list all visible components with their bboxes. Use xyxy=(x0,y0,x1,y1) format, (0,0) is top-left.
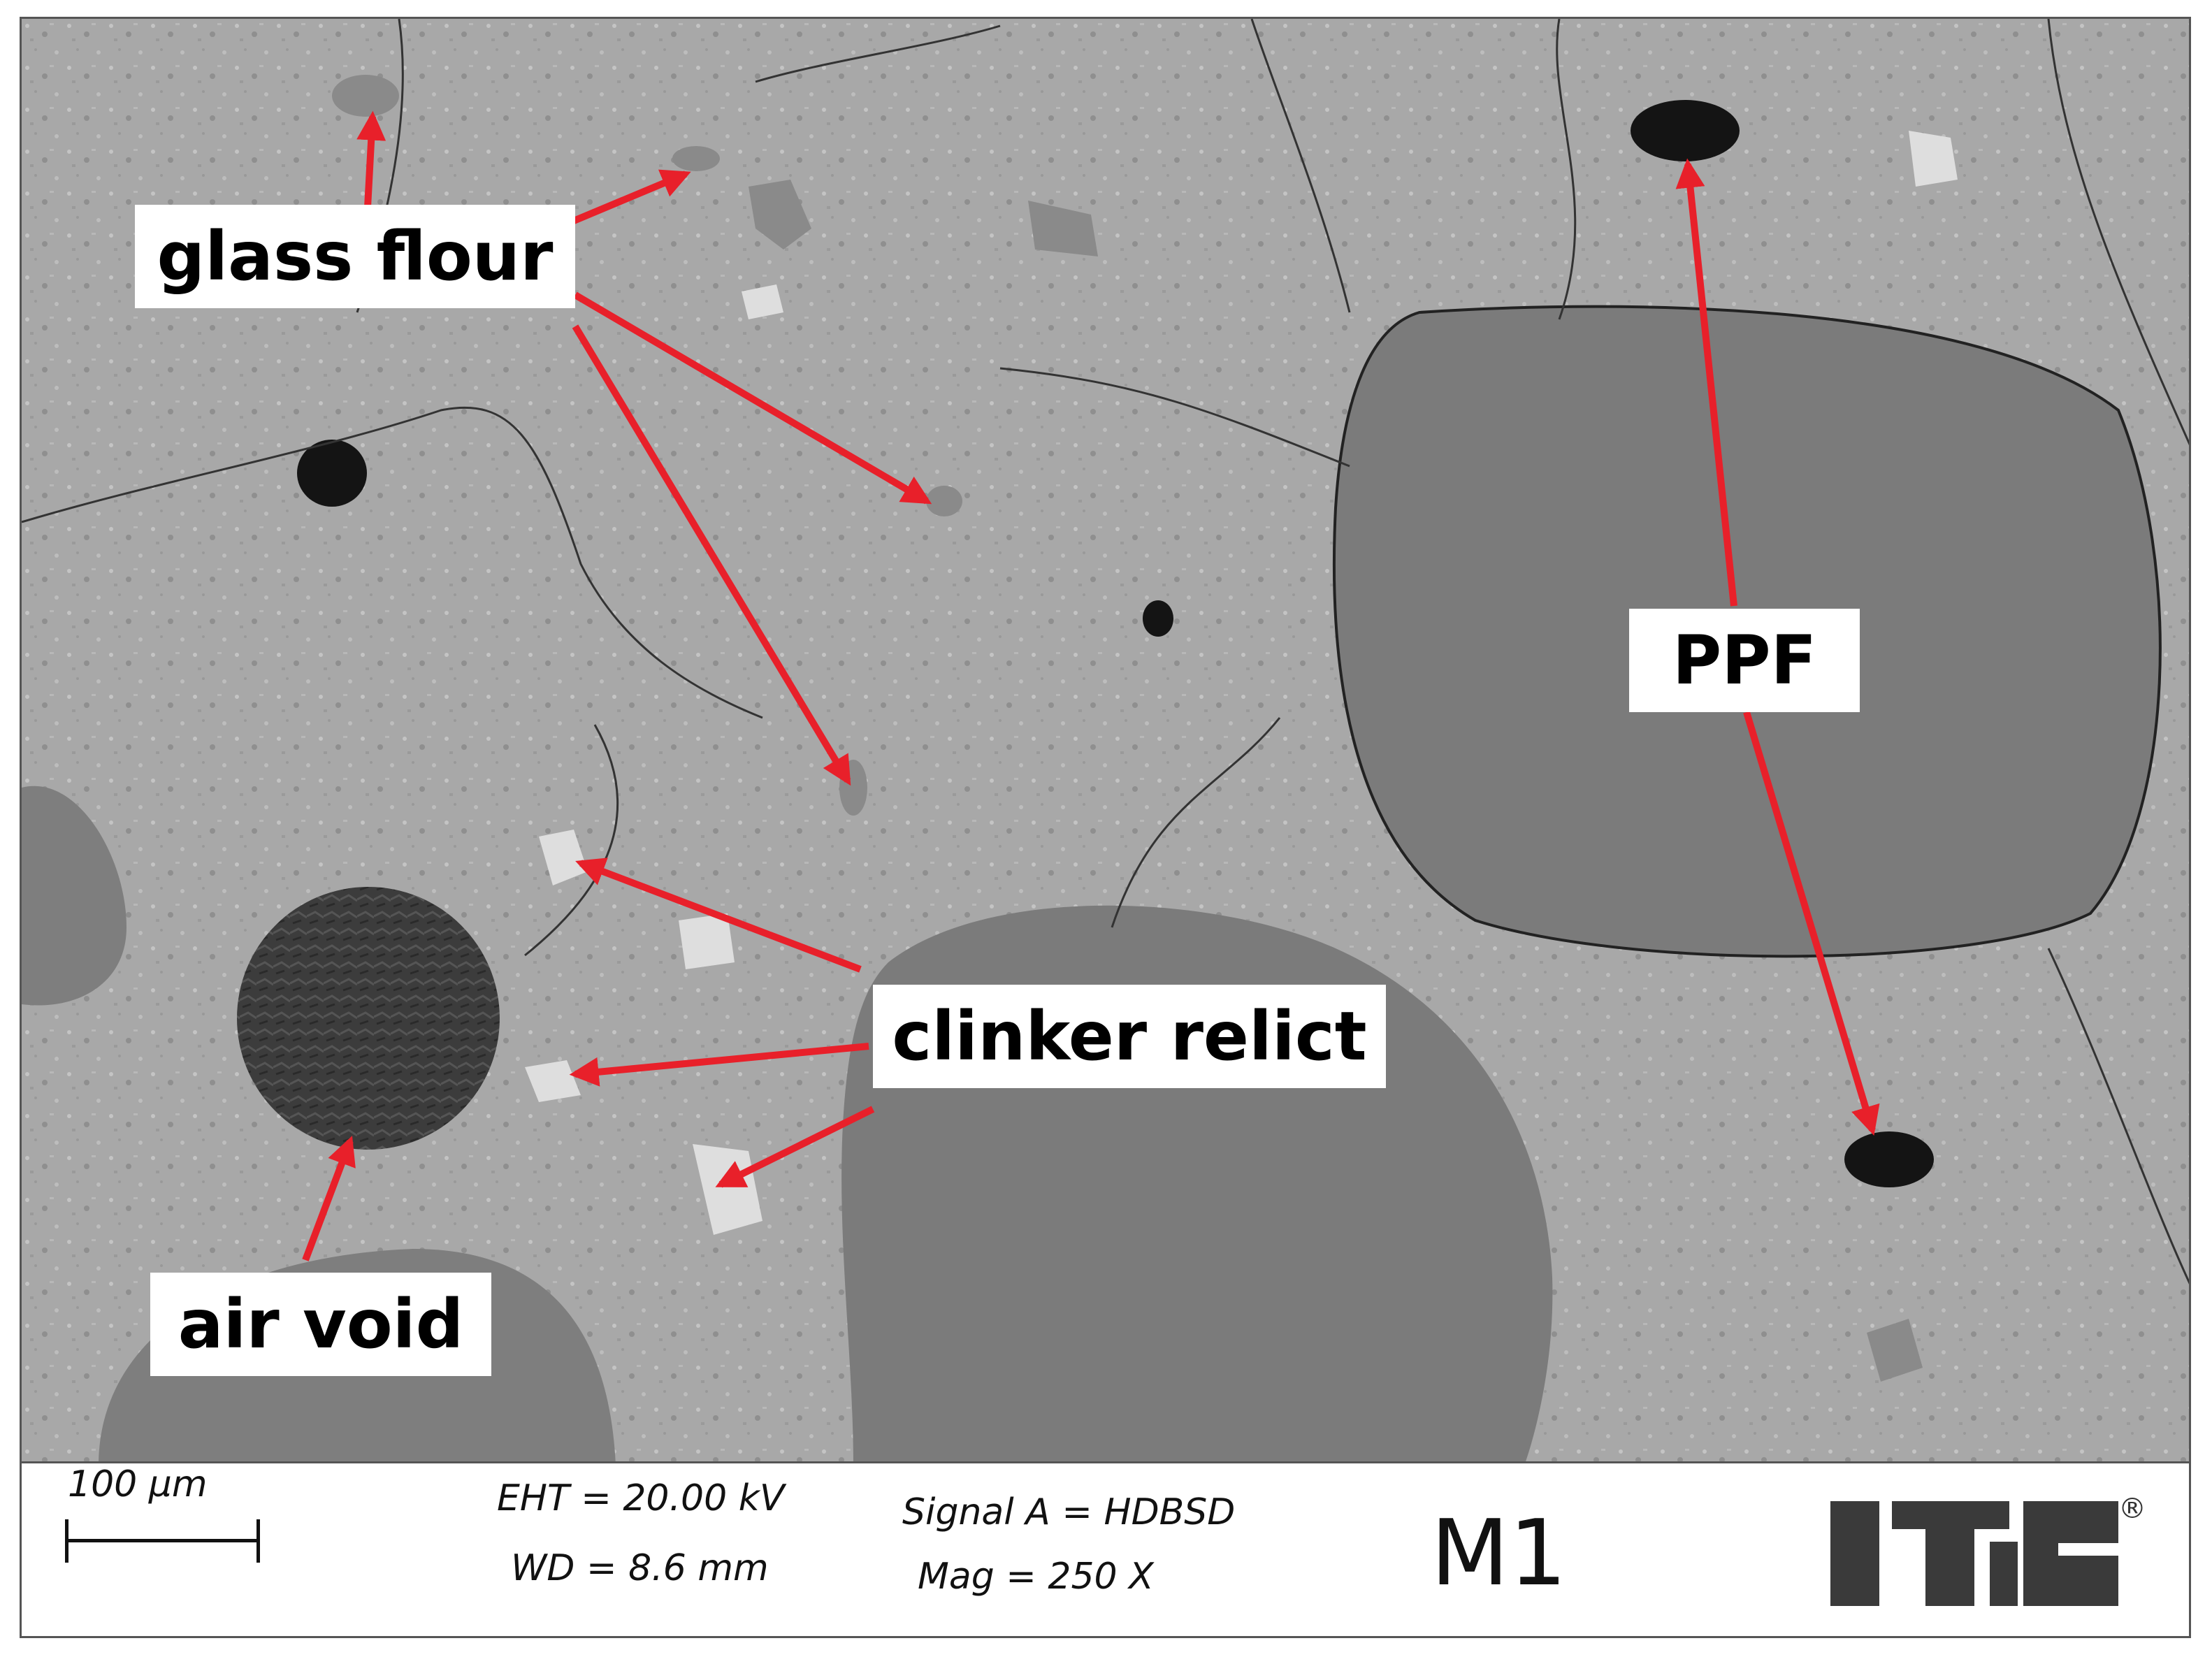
label-air-void: air void xyxy=(150,1273,491,1376)
arrow-clinker-1 xyxy=(575,858,862,973)
mag-readout: Mag = 250 X xyxy=(918,1556,1154,1598)
arrow-glass-flour-4 xyxy=(572,324,851,786)
scale-bar-tick-right xyxy=(256,1519,260,1563)
arrow-clinker-2 xyxy=(569,1043,869,1087)
wd-readout: WD = 8.6 mm xyxy=(511,1547,769,1589)
arrow-ppf-top xyxy=(1675,158,1737,607)
signal-readout: Signal A = HDBSD xyxy=(902,1491,1236,1533)
arrow-glass-flour-3 xyxy=(573,291,932,505)
eht-readout: EHT = 20.00 kV xyxy=(497,1477,785,1519)
registered-mark: ® xyxy=(2118,1493,2146,1525)
scale-bar-label: 100 µm xyxy=(68,1463,208,1505)
label-ppf: PPF xyxy=(1629,609,1860,712)
ppf-fibre-left xyxy=(22,786,126,1006)
arrow-air-void xyxy=(302,1136,356,1261)
arrow-ppf-bottom xyxy=(1743,711,1880,1136)
arrow-glass-flour-2 xyxy=(564,169,691,228)
air-void xyxy=(237,887,500,1150)
scale-bar xyxy=(66,1539,259,1542)
sample-id: M1 xyxy=(1431,1500,1567,1606)
label-clinker-relict: clinker relict xyxy=(873,985,1386,1088)
arrow-clinker-3 xyxy=(715,1106,875,1188)
annotation-arrows xyxy=(302,110,1880,1261)
scale-bar-tick-left xyxy=(65,1519,68,1563)
sem-info-bar: 100 µm EHT = 20.00 kV WD = 8.6 mm Signal… xyxy=(20,1463,2191,1638)
sem-micrograph: glass flour PPF clinker relict air void xyxy=(20,17,2191,1463)
dark-pores xyxy=(297,100,1934,1187)
arrow-glass-flour-1 xyxy=(356,110,386,221)
itb-logo-icon xyxy=(1830,1501,2118,1606)
label-glass-flour: glass flour xyxy=(135,205,575,308)
microcracks xyxy=(22,19,2189,1285)
itb-logo: ® xyxy=(1830,1493,2146,1614)
glass-flour-particles xyxy=(332,75,1923,1382)
